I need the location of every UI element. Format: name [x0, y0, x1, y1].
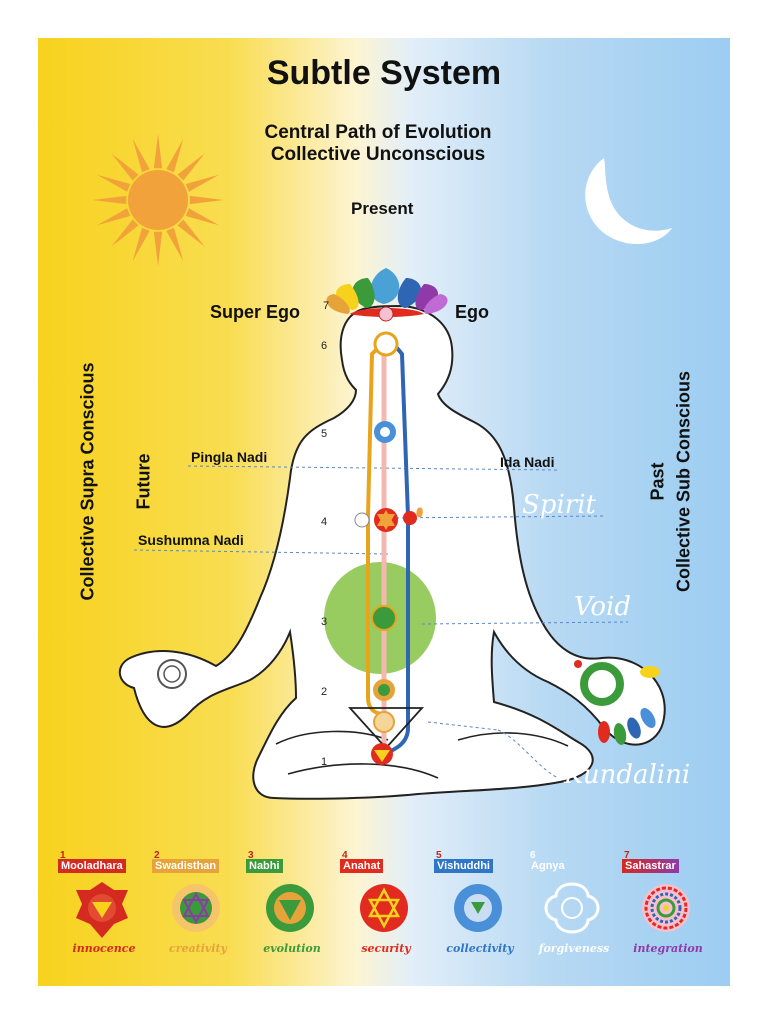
sun-ray — [97, 208, 131, 226]
chakra-name: Anahat — [340, 859, 384, 873]
chakra-legend: 1 Mooladhara innocence 2 Swadisthan crea… — [58, 850, 718, 970]
number-3: 3 — [321, 616, 328, 628]
sun-ray — [153, 231, 163, 266]
spirit-label: Spirit — [522, 490, 596, 520]
chakra-number: 3 — [248, 850, 254, 861]
chakra-agnya: 6 Agnya forgiveness — [528, 850, 620, 970]
subtitle-line-1: Central Path of Evolution — [264, 122, 492, 143]
number-1: 1 — [321, 756, 328, 768]
chakra-number: 4 — [342, 850, 348, 861]
sun-ray — [189, 195, 224, 205]
sun-ray — [97, 174, 131, 192]
sun-ray — [111, 153, 139, 181]
chakra-quality: security — [361, 942, 411, 955]
subtitle-line-2: Collective Unconscious — [270, 144, 486, 165]
chakra-name: Sahastrar — [622, 859, 679, 873]
sahastrar-icon — [642, 884, 690, 932]
lotus-crown — [326, 268, 448, 322]
sun-ray — [166, 139, 184, 173]
chakra-quality: integration — [633, 942, 703, 955]
number-4: 4 — [321, 516, 328, 528]
sun-ray — [185, 174, 219, 192]
sun-ray — [166, 227, 184, 261]
swadisthan-icon — [172, 884, 220, 932]
number-6: 6 — [321, 340, 328, 352]
chakra-number: 1 — [60, 850, 66, 861]
sun-ray — [92, 195, 127, 205]
chakra-swadisthan: 2 Swadisthan creativity — [152, 850, 244, 970]
chakra-quality: creativity — [169, 942, 227, 955]
chakra-vishuddhi: 5 Vishuddhi collectivity — [434, 850, 526, 970]
sun-icon — [92, 134, 224, 266]
poster: Subtle System Central Path of Evolution … — [38, 38, 730, 986]
chakra-quality: forgiveness — [538, 942, 610, 955]
meditating-figure — [119, 268, 666, 800]
void-label: Void — [574, 592, 632, 622]
kundalini-label: Kundalini — [564, 760, 691, 790]
nabhi-icon — [266, 884, 314, 932]
ego-label: Ego — [455, 302, 489, 322]
chakra-nabhi: 3 Nabhi evolution — [246, 850, 338, 970]
chakra-name: Vishuddhi — [434, 859, 493, 873]
chakra-name: Mooladhara — [58, 859, 126, 873]
chakra-name: Agnya — [531, 860, 565, 872]
number-7: 7 — [323, 300, 330, 312]
sun-ray — [177, 219, 205, 247]
chakra-name: Swadisthan — [152, 859, 220, 873]
chakra-number: 2 — [154, 850, 160, 861]
chakra-sahastrar: 7 Sahastrar integration — [622, 850, 714, 970]
super-ego-label: Super Ego — [210, 302, 301, 322]
mooladhara-icon — [76, 882, 128, 938]
sun-ray — [185, 208, 219, 226]
chakra-number: 6 — [530, 850, 536, 861]
chakra-quality: evolution — [263, 942, 321, 955]
moon-icon — [585, 158, 672, 245]
sushumna-nadi-label: Sushumna Nadi — [138, 532, 244, 548]
chakra-name: Nabhi — [246, 859, 283, 873]
sun-ray — [153, 134, 163, 169]
pingla-nadi-label: Pingla Nadi — [191, 449, 268, 465]
chakra-mooladhara: 1 Mooladhara innocence — [58, 850, 150, 970]
chakra-quality: innocence — [72, 942, 136, 955]
anahat-icon — [360, 884, 408, 932]
number-2: 2 — [321, 686, 328, 698]
sun-ray — [177, 153, 205, 181]
sun-ray — [132, 139, 150, 173]
body-outline — [119, 304, 666, 800]
present-label: Present — [351, 199, 414, 218]
agnya-icon — [544, 882, 600, 934]
chakra-anahat: 4 Anahat security — [340, 850, 432, 970]
ida-nadi-label: Ida Nadi — [500, 454, 555, 470]
chakra-number: 5 — [436, 850, 442, 861]
sun-ray — [111, 219, 139, 247]
chakra-quality: collectivity — [446, 942, 514, 955]
sun-ray — [132, 227, 150, 261]
vishuddhi-icon — [454, 884, 502, 932]
chakra-number: 7 — [624, 850, 630, 861]
page-title: Subtle System — [266, 54, 502, 92]
number-5: 5 — [321, 428, 328, 440]
